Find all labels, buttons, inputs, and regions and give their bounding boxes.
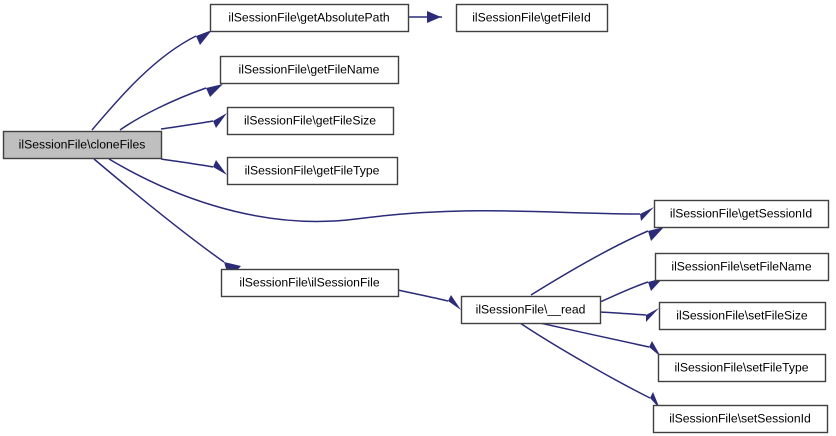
edge-line [599,281,649,303]
graph-node-__read[interactable]: ilSessionFile\__read [460,295,602,325]
arrowhead-icon [196,30,212,45]
graph-node-getFileSize[interactable]: ilSessionFile\getFileSize [226,106,395,136]
call-edge-__read-to-setFileSize [599,308,659,322]
node-label: ilSessionFile\ilSessionFile [239,276,379,290]
arrowhead-icon [650,392,660,409]
graph-node-setFileType[interactable]: ilSessionFile\setFileType [657,353,827,383]
edge-line [108,158,641,223]
call-edge-__read-to-getSessionId [530,227,664,296]
node-box[interactable] [455,3,609,33]
graph-node-ilSessionFileCtor[interactable]: ilSessionFile\ilSessionFile [220,268,400,298]
arrowhead-icon [448,295,461,310]
node-label: ilSessionFile\getFileType [245,164,380,178]
edge-line [530,230,649,296]
node-label: ilSessionFile\setFileName [671,260,811,274]
call-edge-ilSessionFileCtor-to-__read [397,289,461,310]
edge-line [119,87,207,131]
arrowhead-icon [427,11,441,23]
call-edge-__read-to-setSessionId [519,322,660,409]
node-label: ilSessionFile\__read [476,303,586,317]
nodes-layer: ilSessionFile\cloneFiles ilSessionFile\ge… [2,3,830,434]
graph-node-getFileId[interactable]: ilSessionFile\getFileId [455,3,609,33]
node-box[interactable] [657,353,827,383]
node-box[interactable] [226,156,399,186]
edge-line [93,158,225,263]
arrowhead-icon [213,113,227,128]
arrowhead-icon [640,207,654,221]
graph-node-setFileName[interactable]: ilSessionFile\setFileName [654,252,830,282]
node-box[interactable] [209,3,410,33]
edge-line [599,311,647,316]
node-box[interactable] [652,404,829,434]
node-label: ilSessionFile\getFileId [472,11,591,25]
node-box[interactable] [220,268,400,298]
node-box[interactable] [460,295,602,325]
graph-node-setFileSize[interactable]: ilSessionFile\setFileSize [658,301,827,331]
graph-node-getAbsolutePath[interactable]: ilSessionFile\getAbsolutePath [209,3,410,33]
call-edge-cloneFiles-to-getSessionId [108,158,654,223]
node-label: ilSessionFile\cloneFiles [19,138,146,152]
node-label: ilSessionFile\setSessionId [669,412,811,426]
node-label: ilSessionFile\setFileType [674,361,808,375]
call-edge-cloneFiles-to-getFileName [119,84,223,131]
edge-line [539,322,650,348]
arrowhead-icon [649,341,661,357]
call-edge-cloneFiles-to-getFileSize [160,113,227,130]
node-label: ilSessionFile\getFileSize [244,114,376,128]
node-box[interactable] [219,55,400,85]
graph-node-getFileType[interactable]: ilSessionFile\getFileType [226,156,399,186]
arrowhead-icon [648,278,663,291]
edge-line [519,322,651,399]
call-edge-__read-to-setFileType [539,322,661,357]
graph-node-getSessionId[interactable]: ilSessionFile\getSessionId [653,199,830,229]
node-label: ilSessionFile\getAbsolutePath [228,11,389,25]
arrowhead-icon [648,227,664,241]
edge-line [397,289,449,302]
arrowhead-icon [213,160,227,175]
node-box[interactable] [226,106,395,136]
edge-line [160,120,214,130]
node-label: ilSessionFile\getSessionId [670,207,812,221]
call-edge-__read-to-setFileName [599,278,663,303]
call-edge-cloneFiles-to-getAbsolutePath [91,30,212,131]
node-label: ilSessionFile\setFileSize [676,309,808,323]
node-box[interactable] [658,301,827,331]
node-box[interactable] [654,252,830,282]
arrowhead-icon [646,308,659,322]
edge-line [160,158,214,168]
arrowhead-icon [206,84,223,97]
node-box[interactable] [2,130,163,160]
call-edge-getAbsolutePath-to-getFileId [408,11,442,23]
node-label: ilSessionFile\getFileName [239,63,380,77]
edge-line [91,35,197,131]
node-box[interactable] [653,199,830,229]
call-edge-cloneFiles-to-getFileType [160,158,227,175]
call-edge-cloneFiles-to-ilSessionFileCtor [93,158,241,279]
graph-node-cloneFiles[interactable]: ilSessionFile\cloneFiles [2,130,163,160]
graph-node-setSessionId[interactable]: ilSessionFile\setSessionId [652,404,829,434]
graph-node-getFileName[interactable]: ilSessionFile\getFileName [219,55,400,85]
